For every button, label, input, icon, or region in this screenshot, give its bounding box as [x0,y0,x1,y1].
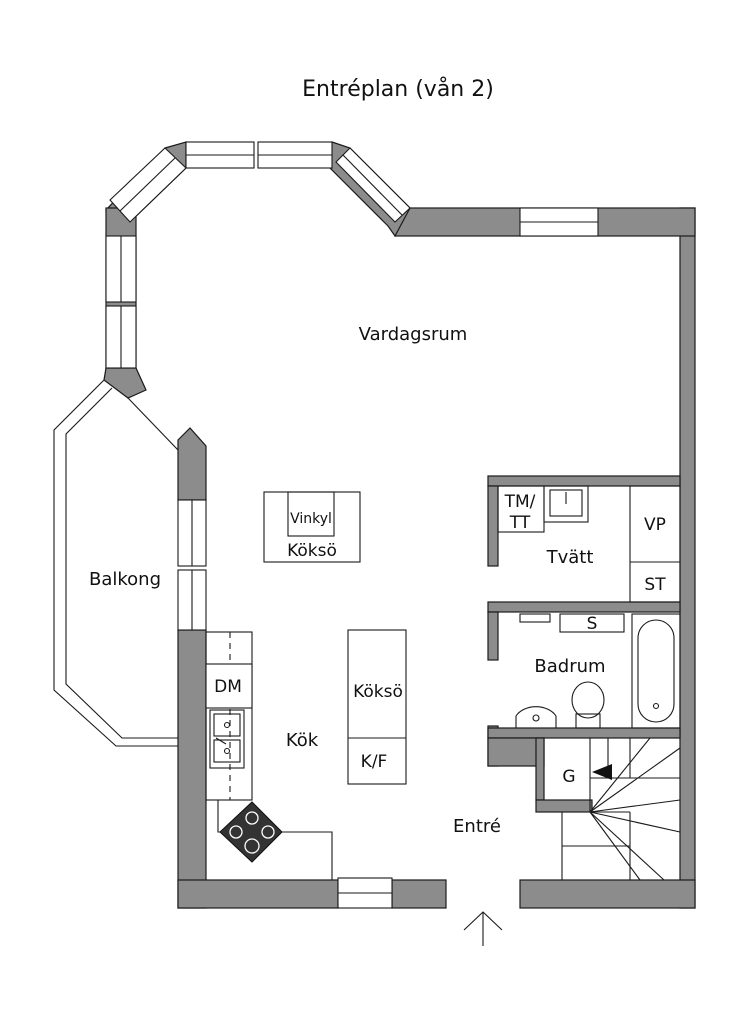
fixture-label-vinkyl: Vinkyl [290,511,332,527]
kitchen-island-upper [263,491,361,563]
sink-icon [515,706,557,728]
fixture-label-kokso-lower: Köksö [353,682,403,702]
room-label-tvatt: Tvätt [546,547,594,568]
fixture-label-g: G [562,767,575,787]
fixture-label-s: S [587,614,598,634]
toilet-icon [571,681,605,719]
laundry-fixtures [497,485,681,603]
room-label-vardagsrum: Vardagsrum [359,324,468,345]
windows [105,141,599,909]
bathroom-fixtures [515,613,681,729]
fixture-label-vp: VP [644,515,666,535]
fixture-label-tm: TM/ [504,492,536,512]
room-label-badrum: Badrum [534,656,605,677]
fixture-label-tt: TT [509,513,531,533]
kitchen-counters [205,631,333,880]
staircase [561,737,681,881]
room-label-kok: Kök [286,730,319,751]
fixture-label-kf: K/F [361,752,388,772]
balcony-outline [53,379,179,747]
kitchen-island-lower [347,629,407,785]
room-label-entre: Entré [453,816,501,837]
bathtub-icon [631,613,681,729]
interior-walls [487,475,681,813]
fixture-label-dm: DM [214,677,242,697]
entrance-arrow-icon [463,911,503,946]
page-title: Entréplan (vån 2) [302,76,494,102]
sink-icon [209,709,245,769]
fixture-label-kokso-upper: Köksö [287,541,337,561]
sink-icon [549,489,583,517]
room-label-balkong: Balkong [89,569,161,590]
stair-direction-arrow-icon [592,764,612,780]
stove-icon [219,801,283,863]
fixture-label-st: ST [644,575,666,595]
